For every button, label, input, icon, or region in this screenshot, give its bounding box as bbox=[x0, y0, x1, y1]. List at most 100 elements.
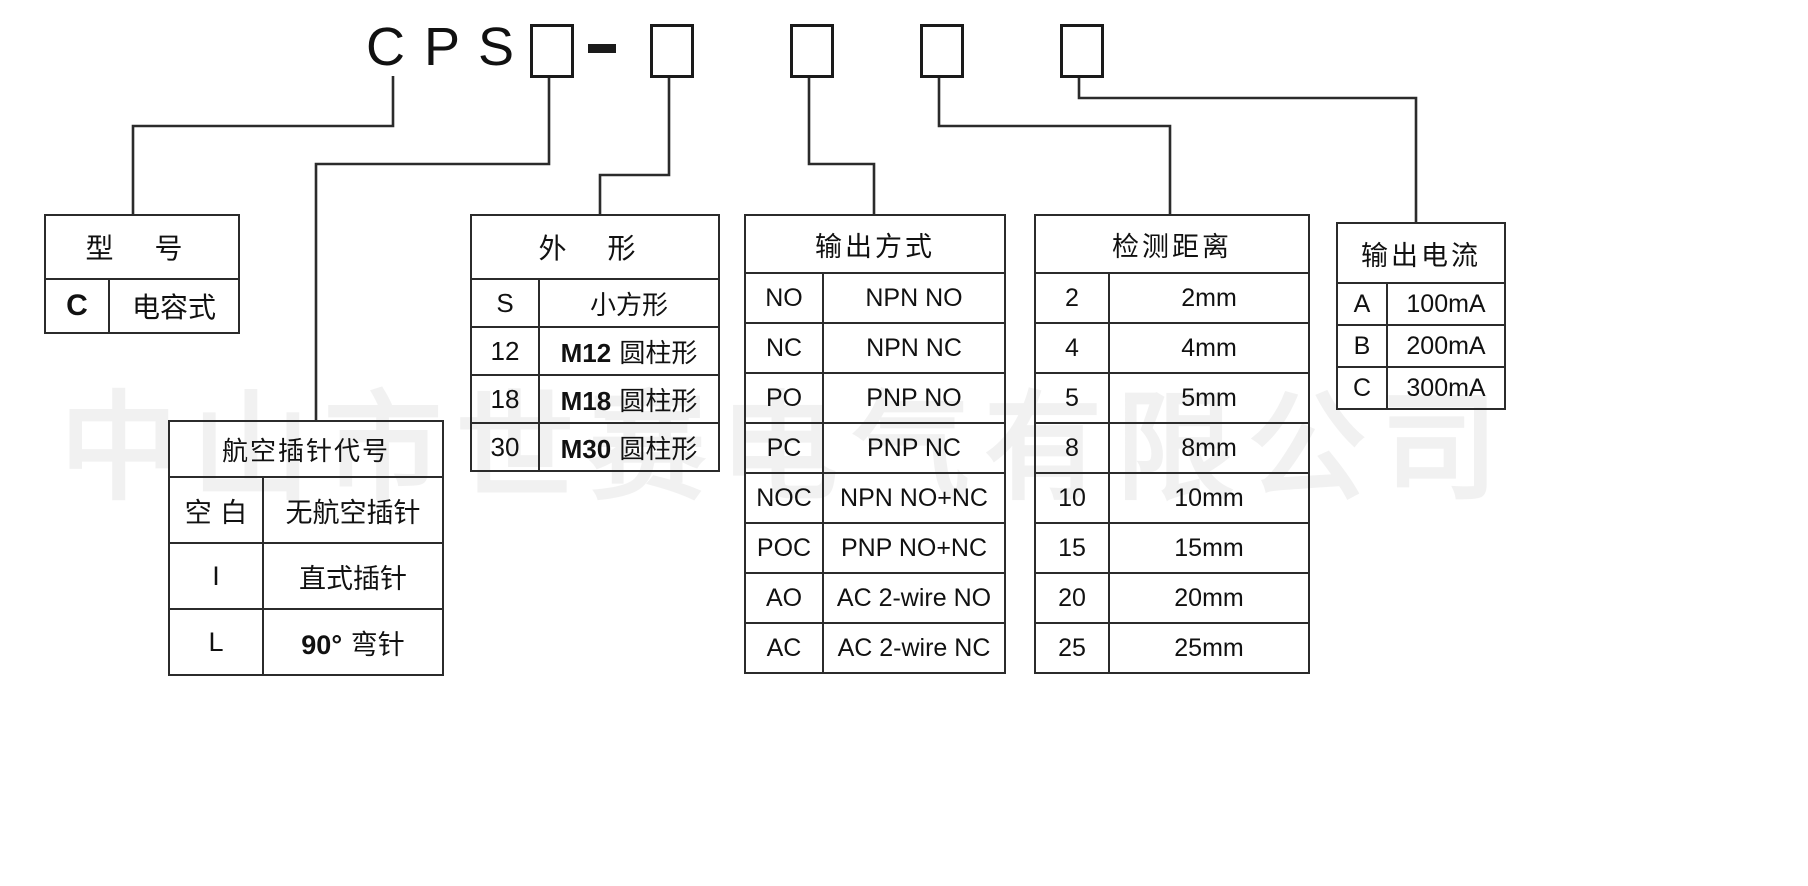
table-model-title: 型 号 bbox=[44, 214, 240, 280]
distance-code-6: 20 bbox=[1034, 572, 1110, 624]
output-desc-6: AC 2-wire NO bbox=[822, 572, 1006, 624]
output-code-3: PC bbox=[744, 422, 824, 474]
output-code-6: AO bbox=[744, 572, 824, 624]
output-desc-7: AC 2-wire NC bbox=[822, 622, 1006, 674]
distance-code-7: 25 bbox=[1034, 622, 1110, 674]
wire-to-model-table bbox=[131, 76, 395, 214]
distance-code-4: 10 bbox=[1034, 472, 1110, 524]
table-row: C 300mA bbox=[1336, 366, 1506, 410]
wire-to-output-table bbox=[807, 76, 876, 214]
output-desc-5: PNP NO+NC bbox=[822, 522, 1006, 574]
output-desc-0: NPN NO bbox=[822, 272, 1006, 324]
table-shape: 外 形 S 小方形 12 M12 圆柱形 18 M18 圆柱形 30 M30 圆… bbox=[470, 214, 720, 472]
table-model: 型 号 C 电容式 bbox=[44, 214, 240, 334]
code-char-c: C bbox=[366, 17, 405, 77]
table-row: L 90° 弯针 bbox=[168, 608, 444, 676]
pin-code-2: L bbox=[168, 608, 264, 676]
distance-desc-1: 4mm bbox=[1108, 322, 1310, 374]
table-row: 5 5mm bbox=[1034, 372, 1310, 424]
code-box-5[interactable] bbox=[1060, 24, 1104, 78]
pin-code-0: 空 白 bbox=[168, 476, 264, 544]
table-row: A 100mA bbox=[1336, 282, 1506, 326]
current-desc-1: 200mA bbox=[1386, 324, 1506, 368]
distance-desc-2: 5mm bbox=[1108, 372, 1310, 424]
wire-to-shape-table bbox=[598, 76, 671, 214]
table-row: NOC NPN NO+NC bbox=[744, 472, 1006, 524]
shape-desc-3-prefix: M30 bbox=[560, 433, 612, 464]
distance-desc-3: 8mm bbox=[1108, 422, 1310, 474]
output-code-1: NC bbox=[744, 322, 824, 374]
output-code-5: POC bbox=[744, 522, 824, 574]
model-code-0: C bbox=[44, 278, 110, 334]
table-pin-title: 航空插针代号 bbox=[168, 420, 444, 478]
distance-desc-7: 25mm bbox=[1108, 622, 1310, 674]
current-desc-0: 100mA bbox=[1386, 282, 1506, 326]
code-char-p: P bbox=[424, 17, 461, 77]
pin-desc-1: 直式插针 bbox=[262, 542, 444, 610]
shape-desc-0: 小方形 bbox=[538, 278, 720, 328]
table-row: B 200mA bbox=[1336, 324, 1506, 368]
distance-desc-5: 15mm bbox=[1108, 522, 1310, 574]
output-code-2: PO bbox=[744, 372, 824, 424]
shape-code-3: 30 bbox=[470, 422, 540, 472]
table-detect-distance: 检测距离 2 2mm 4 4mm 5 5mm 8 8mm 10 10mm 15 … bbox=[1034, 214, 1310, 674]
current-code-0: A bbox=[1336, 282, 1388, 326]
table-row: C 电容式 bbox=[44, 278, 240, 334]
table-row: PO PNP NO bbox=[744, 372, 1006, 424]
output-desc-3: PNP NC bbox=[822, 422, 1006, 474]
table-row: 15 15mm bbox=[1034, 522, 1310, 574]
table-row: 25 25mm bbox=[1034, 622, 1310, 674]
shape-desc-1-prefix: M12 bbox=[560, 337, 612, 368]
table-row: NC NPN NC bbox=[744, 322, 1006, 374]
table-output-current: 输出电流 A 100mA B 200mA C 300mA bbox=[1336, 222, 1506, 410]
output-code-0: NO bbox=[744, 272, 824, 324]
table-row: NO NPN NO bbox=[744, 272, 1006, 324]
code-char-s: S bbox=[478, 17, 515, 77]
table-row: 8 8mm bbox=[1034, 422, 1310, 474]
pin-desc-2-rest: 弯针 bbox=[342, 629, 405, 661]
wire-to-pin-table bbox=[314, 76, 551, 420]
table-output-title: 输出方式 bbox=[744, 214, 1006, 274]
table-row: POC PNP NO+NC bbox=[744, 522, 1006, 574]
distance-code-1: 4 bbox=[1034, 322, 1110, 374]
distance-code-0: 2 bbox=[1034, 272, 1110, 324]
table-row: 2 2mm bbox=[1034, 272, 1310, 324]
part-number-code: C P S bbox=[0, 0, 1808, 110]
pin-desc-0: 无航空插针 bbox=[262, 476, 444, 544]
table-row: I 直式插针 bbox=[168, 542, 444, 610]
code-box-2[interactable] bbox=[650, 24, 694, 78]
code-box-4[interactable] bbox=[920, 24, 964, 78]
table-row: 10 10mm bbox=[1034, 472, 1310, 524]
table-row: AC AC 2-wire NC bbox=[744, 622, 1006, 674]
table-current-title: 输出电流 bbox=[1336, 222, 1506, 284]
shape-code-2: 18 bbox=[470, 374, 540, 424]
wire-to-distance-table bbox=[937, 76, 1172, 214]
pin-code-1: I bbox=[168, 542, 264, 610]
table-row: 4 4mm bbox=[1034, 322, 1310, 374]
output-desc-4: NPN NO+NC bbox=[822, 472, 1006, 524]
output-desc-2: PNP NO bbox=[822, 372, 1006, 424]
code-box-1[interactable] bbox=[530, 24, 574, 78]
shape-desc-1-rest: 圆柱形 bbox=[611, 338, 698, 369]
output-desc-1: NPN NC bbox=[822, 322, 1006, 374]
table-row: 20 20mm bbox=[1034, 572, 1310, 624]
table-distance-title: 检测距离 bbox=[1034, 214, 1310, 274]
current-desc-2: 300mA bbox=[1386, 366, 1506, 410]
shape-code-1: 12 bbox=[470, 326, 540, 376]
shape-desc-3: M30 圆柱形 bbox=[538, 422, 720, 472]
distance-desc-0: 2mm bbox=[1108, 272, 1310, 324]
code-box-3[interactable] bbox=[790, 24, 834, 78]
table-row: PC PNP NC bbox=[744, 422, 1006, 474]
distance-code-3: 8 bbox=[1034, 422, 1110, 474]
table-row: 12 M12 圆柱形 bbox=[470, 326, 720, 376]
pin-desc-2-prefix: 90° bbox=[301, 629, 343, 660]
table-row: S 小方形 bbox=[470, 278, 720, 328]
distance-desc-6: 20mm bbox=[1108, 572, 1310, 624]
distance-code-2: 5 bbox=[1034, 372, 1110, 424]
table-row: 30 M30 圆柱形 bbox=[470, 422, 720, 472]
output-code-4: NOC bbox=[744, 472, 824, 524]
table-row: 空 白 无航空插针 bbox=[168, 476, 444, 544]
table-shape-title: 外 形 bbox=[470, 214, 720, 280]
distance-desc-4: 10mm bbox=[1108, 472, 1310, 524]
